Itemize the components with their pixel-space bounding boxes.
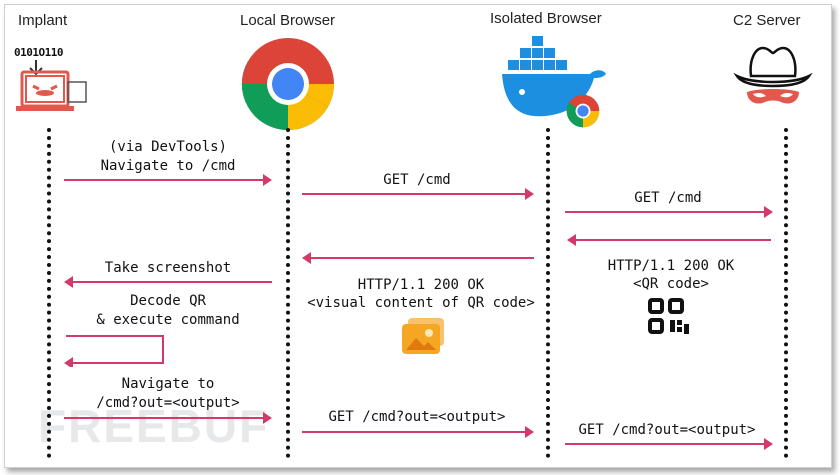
arrow-implant-to-local-output bbox=[64, 412, 272, 424]
msg-get-cmd-1: GET /cmd bbox=[383, 172, 451, 188]
image-icon bbox=[398, 316, 448, 358]
arrow-isolated-to-c2 bbox=[565, 206, 773, 218]
chrome-icon bbox=[240, 36, 336, 132]
msg-visual-content: <visual content of QR code> bbox=[307, 295, 535, 311]
implant-laptop-icon: 0101O110 bbox=[14, 46, 94, 121]
arrow-implant-to-local bbox=[64, 174, 272, 186]
msg-cmd-out: /cmd?out=<output> bbox=[96, 395, 240, 411]
actor-c2-server-label: C2 Server bbox=[733, 12, 801, 29]
msg-http-ok-2: HTTP/1.1 200 OK bbox=[607, 258, 735, 274]
msg-qr-code: <QR code> bbox=[633, 276, 709, 292]
arrow-local-to-implant bbox=[64, 276, 272, 288]
lifeline-isolated-browser bbox=[546, 128, 550, 458]
watermark: FREEBUF bbox=[38, 400, 270, 452]
msg-get-cmd-out-1: GET /cmd?out=<output> bbox=[328, 409, 506, 425]
actor-isolated-browser-label: Isolated Browser bbox=[490, 10, 602, 27]
lifeline-implant bbox=[47, 128, 51, 458]
msg-navigate-cmd: Navigate to /cmd bbox=[100, 158, 236, 174]
arrow-local-to-isolated-output bbox=[302, 426, 534, 438]
self-loop-arrow bbox=[60, 333, 168, 369]
implant-binary-text: 0101O110 bbox=[14, 46, 63, 59]
docker-whale-icon bbox=[500, 30, 610, 130]
msg-get-cmd-2: GET /cmd bbox=[634, 190, 702, 206]
lifeline-local-browser bbox=[286, 128, 290, 458]
msg-via-devtools: (via DevTools) bbox=[108, 139, 227, 155]
msg-take-screenshot: Take screenshot bbox=[104, 260, 232, 276]
msg-decode-qr: Decode QR bbox=[130, 293, 206, 309]
qr-code-icon bbox=[646, 296, 692, 342]
actor-local-browser-label: Local Browser bbox=[240, 12, 336, 29]
arrow-c2-to-isolated bbox=[567, 234, 771, 246]
msg-execute-command: & execute command bbox=[96, 312, 240, 328]
chrome-small-icon bbox=[566, 94, 600, 128]
diagram-frame bbox=[4, 4, 832, 468]
msg-navigate-to: Navigate to bbox=[121, 376, 215, 392]
msg-http-ok-1: HTTP/1.1 200 OK bbox=[357, 277, 485, 293]
msg-get-cmd-out-2: GET /cmd?out=<output> bbox=[578, 422, 756, 438]
arrow-isolated-to-c2-output bbox=[565, 438, 773, 450]
lifeline-c2-server bbox=[784, 128, 788, 458]
arrow-local-to-isolated bbox=[302, 188, 534, 200]
hacker-hat-mask-icon bbox=[733, 40, 813, 120]
arrow-isolated-to-local bbox=[302, 252, 534, 264]
actor-implant-label: Implant bbox=[18, 12, 68, 29]
